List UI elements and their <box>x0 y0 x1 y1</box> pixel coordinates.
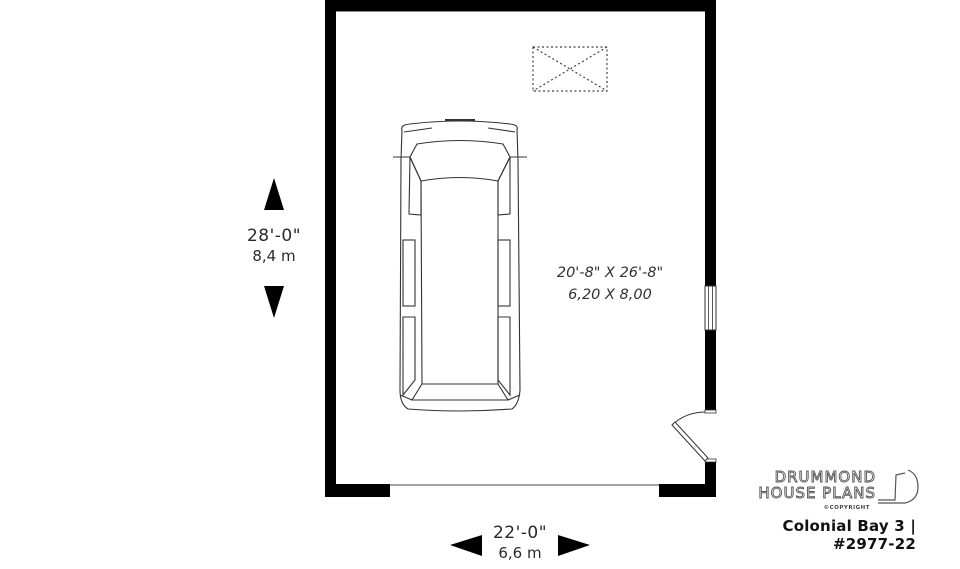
depth-dimension: 28'-0" 8,4 m <box>234 226 314 266</box>
logo-line-2: HOUSE PLANS <box>758 484 876 502</box>
arrow-left-icon <box>450 535 482 556</box>
depth-imperial: 28'-0" <box>246 226 302 246</box>
arrow-right-icon <box>558 535 590 556</box>
attic-hatch <box>532 46 608 92</box>
copyright-text: ©COPYRIGHT <box>823 505 870 511</box>
side-door <box>671 409 717 463</box>
room-dimensions-metric: 6,20 X 8,00 <box>568 287 652 303</box>
plan-title: Colonial Bay 3 | #2977-22 <box>782 517 916 553</box>
logo-line-1: DRUMMOND <box>774 468 876 486</box>
drummond-logo: DRUMMOND HOUSE PLANS ©COPYRIGHT <box>740 467 930 517</box>
room-dimensions-label: 20'-8" X 26'-8" 6,20 X 8,00 <box>540 262 680 306</box>
width-dimension: 22'-0" 6,6 m <box>480 523 560 563</box>
arrow-up-icon <box>264 178 284 210</box>
depth-metric: 8,4 m <box>252 247 296 265</box>
car-outline <box>393 119 527 412</box>
width-metric: 6,6 m <box>498 544 542 562</box>
dimension-arrows <box>264 178 590 556</box>
window <box>704 285 717 331</box>
width-imperial: 22'-0" <box>492 523 548 543</box>
arrow-down-icon <box>264 286 284 318</box>
walls <box>325 0 716 497</box>
logo-mark-icon <box>878 469 919 504</box>
room-dimensions-imperial: 20'-8" X 26'-8" <box>556 265 664 281</box>
